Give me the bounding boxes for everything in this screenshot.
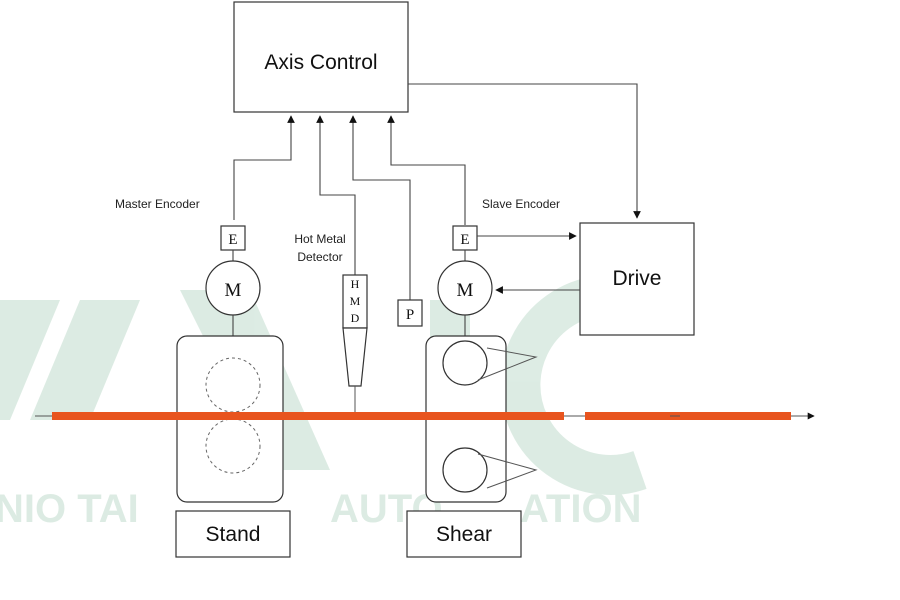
stand-box (175, 510, 291, 558)
pulse-signal-arrow (349, 115, 411, 300)
slave-encoder-symbol: E (460, 232, 469, 248)
shear-upper-blade (477, 347, 538, 381)
slave-motor-symbol: M (457, 280, 474, 301)
shear-label: Shear (436, 523, 492, 546)
master-encoder-symbol: E (228, 232, 237, 248)
svg-text:ATION: ATION (520, 487, 641, 531)
shear-upper-drum (442, 340, 488, 386)
hot-metal-detector (342, 274, 368, 329)
slave-encoder-label: Slave Encoder (482, 197, 560, 211)
hmd-letter-h: H (351, 277, 360, 291)
drive-box (579, 222, 695, 336)
hmd-letter-m: M (350, 294, 361, 308)
watermark: NIO TAI AUTO ATION (0, 275, 647, 531)
master-encoder-signal-arrow (233, 115, 295, 220)
shear-lower-blade (477, 453, 538, 489)
hmd-label-line1: Hot Metal (294, 232, 345, 246)
hmd-cone (342, 327, 368, 387)
drive-label: Drive (612, 267, 661, 290)
watermark-text: NIO TAI (0, 487, 139, 531)
hmd-signal-arrow (316, 115, 356, 280)
master-motor-symbol: M (225, 280, 242, 301)
pulse-sensor-symbol: P (406, 307, 414, 323)
hmd-letter-d: D (351, 311, 360, 325)
shear-box (406, 510, 522, 558)
axis-control-label: Axis Control (264, 51, 377, 74)
shear-lower-drum (442, 447, 488, 493)
stand-label: Stand (206, 523, 261, 546)
axis-control-box (233, 1, 409, 113)
control-to-drive-arrow (408, 83, 641, 219)
slave-encoder-signal-arrow (387, 115, 466, 225)
cut-strip-piece (585, 412, 791, 420)
hmd-label-line2: Detector (297, 250, 342, 264)
pulse-sensor-box (397, 299, 423, 327)
hot-metal-strip (52, 412, 564, 420)
master-encoder-label: Master Encoder (115, 197, 200, 211)
